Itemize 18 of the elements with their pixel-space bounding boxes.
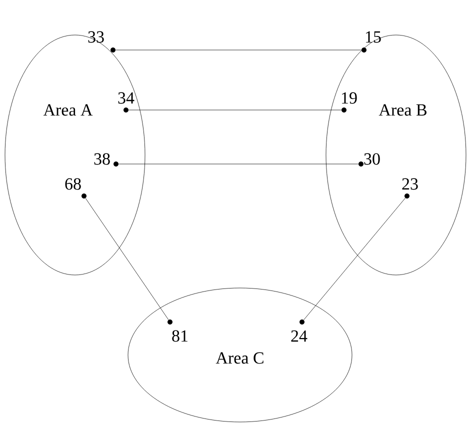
node-label: 30 bbox=[364, 153, 380, 165]
connector-line bbox=[85, 198, 169, 320]
node-label: 24 bbox=[291, 330, 308, 342]
node-label: 23 bbox=[402, 178, 418, 190]
connector-line bbox=[304, 198, 406, 320]
labeled-point: 81 bbox=[168, 320, 188, 342]
labeled-point: 19 bbox=[342, 92, 357, 112]
node-label: 68 bbox=[65, 178, 81, 190]
labeled-point: 23 bbox=[402, 178, 418, 198]
node-label: 81 bbox=[172, 330, 188, 342]
labeled-point: 30 bbox=[358, 153, 380, 166]
node-label: 19 bbox=[342, 92, 357, 104]
node-label: 34 bbox=[118, 92, 134, 104]
labeled-point: 38 bbox=[94, 153, 118, 166]
labeled-point: 24 bbox=[291, 320, 308, 342]
labeled-point: 34 bbox=[118, 92, 134, 112]
labeled-point: 68 bbox=[65, 178, 86, 198]
node-label: 38 bbox=[94, 153, 110, 165]
